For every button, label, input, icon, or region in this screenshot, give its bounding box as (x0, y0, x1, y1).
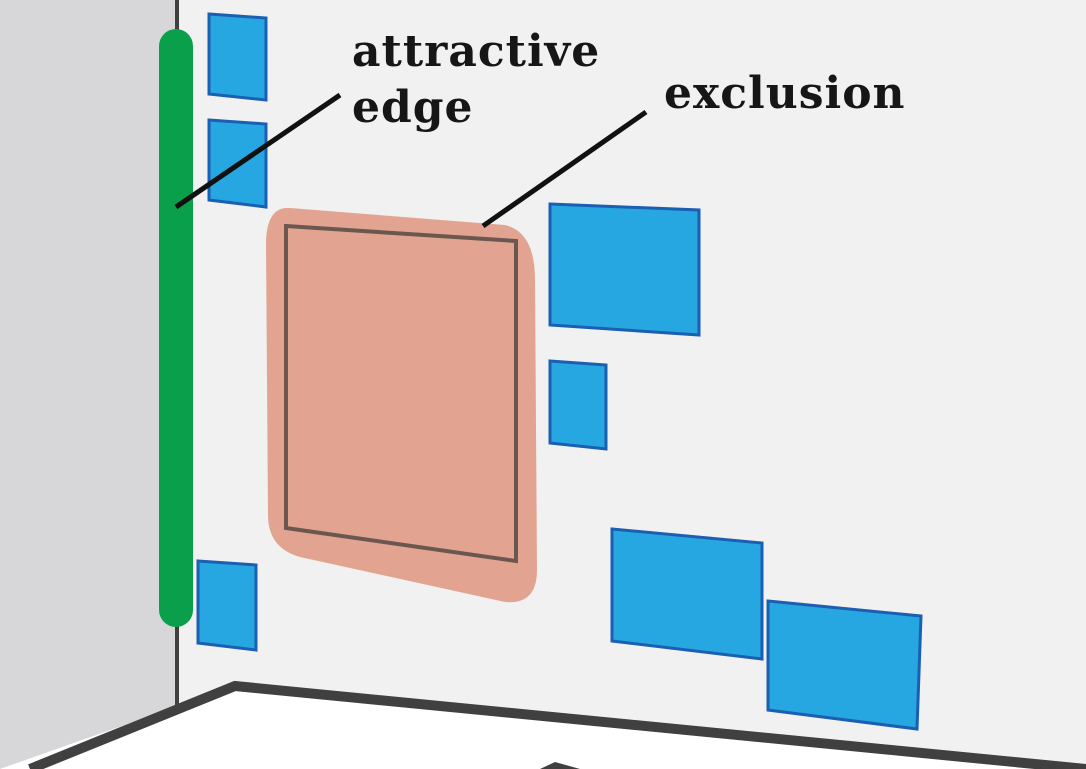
picture-frame (610, 527, 764, 661)
picture-frame (548, 359, 608, 451)
floor (0, 686, 1086, 769)
exclusion-label: exclusion (664, 68, 906, 119)
picture-frame (207, 12, 268, 102)
attractive-pointer-line (174, 92, 342, 210)
floor-edge-line (28, 680, 1086, 769)
picture-frame (548, 202, 701, 337)
exclusion-pointer-line (481, 109, 648, 229)
side-wall (0, 0, 176, 769)
attractive-edge-label-line1: attractive (352, 26, 601, 77)
picture-frame (766, 599, 923, 731)
attractive-edge-label: attractive edge (352, 24, 600, 136)
floor-edge-shadow (540, 762, 580, 769)
exclusion-inner-frame (284, 223, 518, 564)
exclusion-zone (266, 207, 537, 603)
picture-frame (196, 559, 258, 652)
attractive-edge-label-line2: edge (352, 82, 474, 133)
